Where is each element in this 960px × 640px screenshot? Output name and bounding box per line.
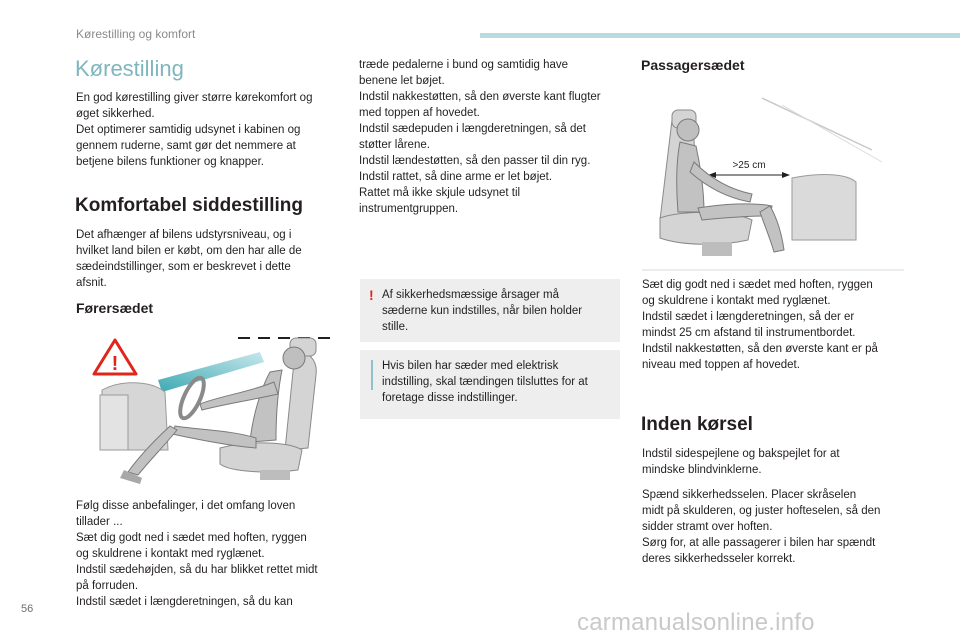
page-title: Kørestilling xyxy=(75,56,184,81)
distance-label: >25 cm xyxy=(732,160,765,171)
watermark: carmanualsonline.info xyxy=(577,609,815,636)
section-header: Kørestilling og komfort xyxy=(76,27,196,41)
info-icon xyxy=(371,360,373,390)
warning-icon: ! xyxy=(369,287,374,303)
driver-seat-illustration: ! xyxy=(92,337,330,484)
driver-text: Følg disse anbefalinger, i det omfang lo… xyxy=(76,500,318,608)
passenger-seat-illustration: >25 cm xyxy=(642,97,904,271)
passenger-text: Sæt dig godt ned i sædet med hoften, ryg… xyxy=(642,279,878,371)
before-driving-heading: Inden kørsel xyxy=(641,414,753,435)
intro-text: En god kørestilling giver større kørekom… xyxy=(76,92,313,168)
comfort-heading: Komfortabel siddestilling xyxy=(75,195,304,216)
header-bar xyxy=(480,33,960,38)
page-number: 56 xyxy=(21,603,34,615)
passenger-heading: Passagersædet xyxy=(641,57,745,73)
svg-text:!: ! xyxy=(112,353,119,375)
warning-triangle-icon: ! xyxy=(92,338,138,376)
comfort-text: Det afhænger af bilens udstyrsniveau, og… xyxy=(76,229,302,289)
driver-heading: Førersædet xyxy=(76,300,154,316)
before-driving-text-1: Indstil sidespejlene og bakspejlet for a… xyxy=(642,448,840,476)
